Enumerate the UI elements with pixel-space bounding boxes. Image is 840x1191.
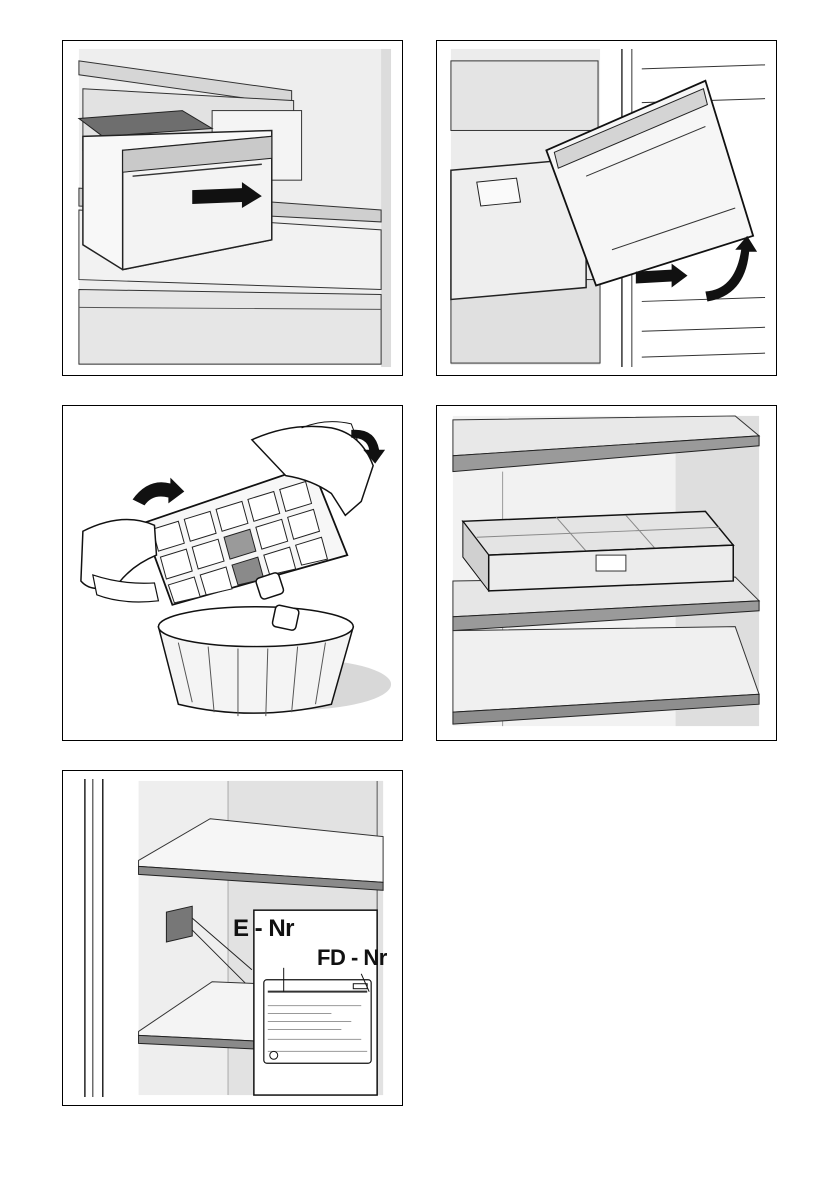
fd-nr-label: FD - Nr <box>317 945 387 971</box>
ice-cube-tray-twist-illustration <box>63 406 402 740</box>
figure-rating-plate: E - Nr FD - Nr <box>62 770 403 1106</box>
drawer-tilt-remove-illustration <box>437 41 776 375</box>
figure-drawer-pull-out <box>62 40 403 376</box>
e-nr-label: E - Nr <box>233 915 294 943</box>
drawer-pull-out-illustration <box>63 41 402 375</box>
figure-ice-cube-tray-twist <box>62 405 403 741</box>
figure-ice-tray-on-shelf <box>436 405 777 741</box>
figure-drawer-tilt-remove <box>436 40 777 376</box>
ice-tray-on-shelf-illustration <box>437 406 776 740</box>
